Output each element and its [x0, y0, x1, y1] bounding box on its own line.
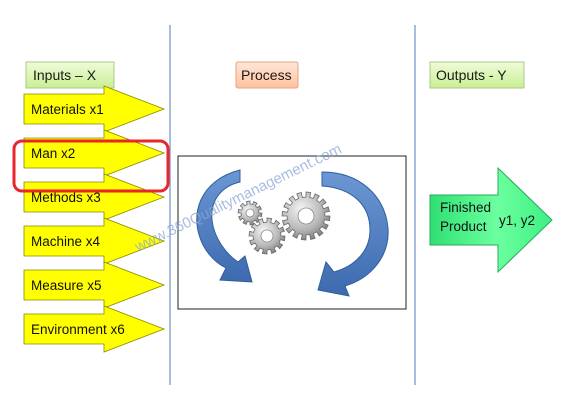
cycle-arrow-right-icon: [317, 171, 389, 297]
input-arrow: [23, 85, 166, 133]
inputs-list: Materials x1 Man x2 Methods x3 Machine x4 Me…: [23, 85, 166, 353]
highlight-box: [12, 139, 170, 193]
inputs-header-label: Inputs – X: [33, 67, 97, 83]
cycle-arrow-left-icon: [196, 169, 253, 283]
output-vars: y1, y2: [499, 213, 535, 228]
process-box: [177, 155, 407, 310]
gear-hole-icon: [297, 207, 315, 225]
process-header-label: Process: [241, 67, 292, 83]
outputs-header: Outputs - Y: [429, 61, 525, 89]
inputs-header: Inputs – X: [25, 61, 115, 89]
output-line2: Product: [440, 219, 487, 234]
process-header: Process: [235, 61, 299, 89]
input-label: Methods x3: [31, 190, 101, 205]
gear-hole-icon: [245, 208, 255, 218]
input-arrow: [23, 261, 166, 309]
gear-hole-icon: [260, 229, 274, 243]
input-label: Man x2: [31, 146, 75, 161]
input-label: Machine x4: [31, 234, 101, 249]
input-label: Environment x6: [31, 322, 125, 337]
output-arrow: Finished Product y1, y2: [429, 166, 553, 274]
outputs-header-label: Outputs - Y: [436, 67, 507, 83]
input-arrow: [23, 305, 166, 353]
gears-icon: [237, 191, 331, 255]
input-label: Measure x5: [31, 278, 102, 293]
output-line1: Finished: [440, 200, 491, 215]
input-label: Materials x1: [31, 102, 104, 117]
input-arrow: [23, 217, 166, 265]
input-arrow: [23, 173, 166, 221]
